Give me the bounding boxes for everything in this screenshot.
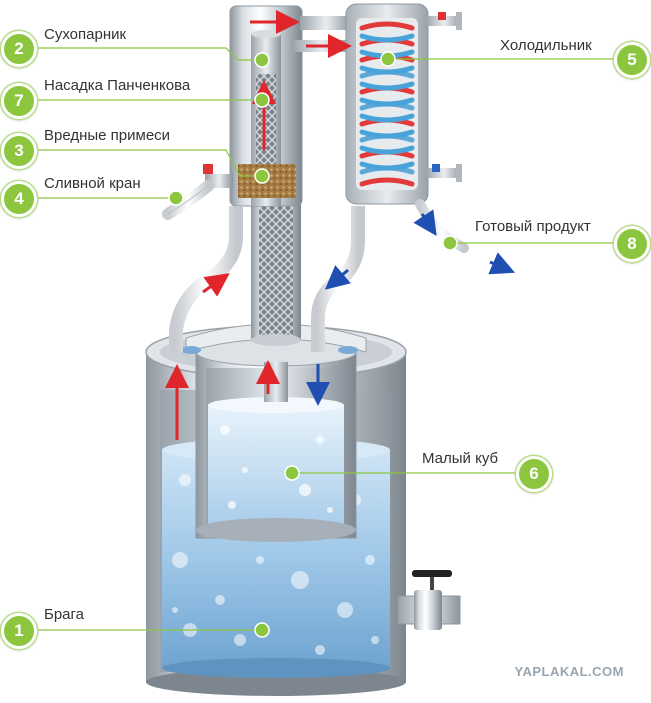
callout-badge-5: 5	[614, 42, 650, 78]
callout-badge-4: 4	[1, 181, 37, 217]
panchenkov-nozzle	[256, 74, 276, 166]
callout-badge-8: 8	[614, 226, 650, 262]
label-product: Готовый продукт	[475, 218, 591, 235]
label-impurities: Вредные примеси	[44, 127, 171, 144]
label-dry-steamer: Сухопарник	[44, 26, 127, 43]
label-cooler: Холодильник	[500, 37, 592, 54]
callout-badge-7: 7	[1, 83, 37, 119]
small-cube	[195, 337, 357, 542]
callout-badge-1: 1	[1, 613, 37, 649]
cooler	[345, 3, 469, 253]
callout-badge-2: 2	[1, 31, 37, 67]
callout-badge-6: 6	[516, 456, 552, 492]
label-drain-valve: Сливной кран	[44, 175, 141, 192]
label-mash: Брага	[44, 606, 85, 623]
callout-badge-3: 3	[1, 133, 37, 169]
callout-lines	[36, 47, 614, 631]
watermark: YAPLAKAL.COM	[514, 664, 624, 679]
label-panchenkov-nozzle: Насадка Панченкова	[44, 77, 191, 94]
callout-dots	[168, 51, 458, 638]
boiler-valve	[397, 570, 461, 630]
column	[251, 200, 301, 346]
drain-valve	[162, 164, 233, 220]
label-small-cube: Малый куб	[422, 450, 499, 467]
